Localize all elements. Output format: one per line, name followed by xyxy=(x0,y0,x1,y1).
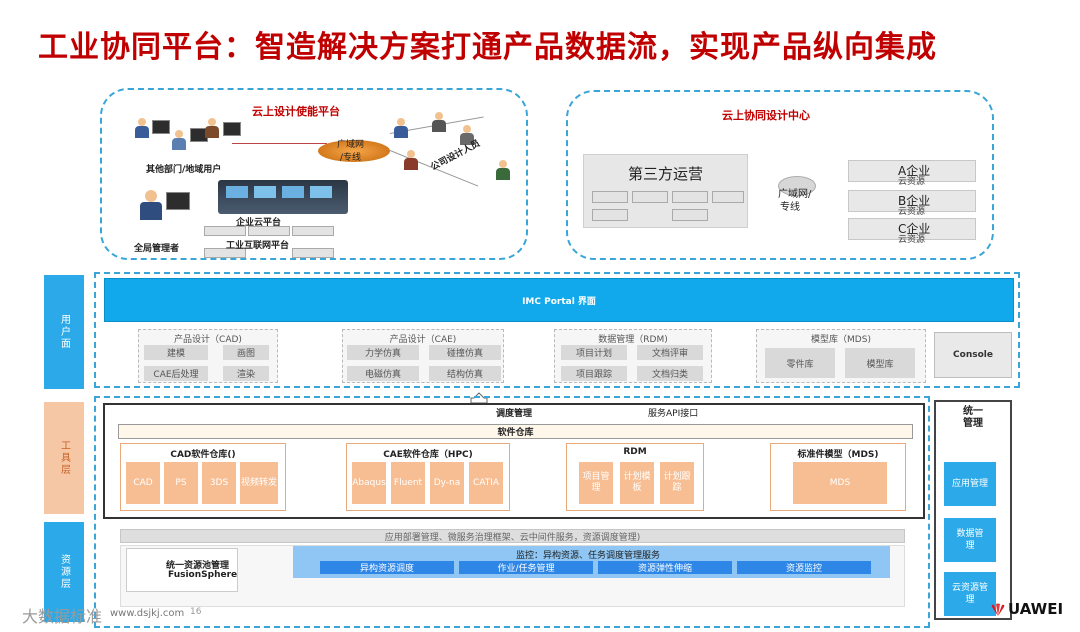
app-group-title: 产品设计（CAD) xyxy=(139,332,277,345)
repo-title: CAD软件仓库() xyxy=(121,447,285,460)
repo-cad: CAD软件仓库() CAD PS 3DS 视频转发 xyxy=(120,443,286,511)
monitor-label: 监控：异构资源、任务调度管理服务 xyxy=(516,548,660,561)
wan-right-label-2: 专线 xyxy=(780,198,800,213)
collab-center-caption: 云上协同设计中心 xyxy=(722,107,810,123)
brand-text: UAWEI xyxy=(1008,600,1063,618)
repo-tile[interactable]: 项目管理 xyxy=(579,462,613,504)
repo-tile[interactable]: PS xyxy=(164,462,198,504)
company-b-res: 云资源 xyxy=(898,204,925,217)
repo-title: CAE软件仓库（HPC) xyxy=(347,447,509,460)
service-api-label: 服务API接口 xyxy=(648,406,698,419)
app-chip[interactable]: CAE后处理 xyxy=(144,366,208,381)
app-chip[interactable]: 电磁仿真 xyxy=(347,366,419,381)
imc-portal-bar[interactable]: IMC Portal 界面 xyxy=(104,278,1014,322)
app-chip[interactable]: 结构仿真 xyxy=(429,366,501,381)
network-link-line xyxy=(232,143,327,144)
resource-button[interactable]: 作业/任务管理 xyxy=(459,561,593,574)
app-chip[interactable]: 渲染 xyxy=(223,366,269,381)
repo-rdm: RDM 项目管理 计划模板 计划跟踪 xyxy=(566,443,704,511)
repo-title: RDM xyxy=(567,447,703,457)
app-chip[interactable]: 项目计划 xyxy=(561,345,627,360)
console-button[interactable]: Console xyxy=(934,332,1012,378)
company-a-res: 云资源 xyxy=(898,174,925,187)
repo-tile[interactable]: 视频转发 xyxy=(240,462,278,504)
repo-tile[interactable]: 计划模板 xyxy=(620,462,654,504)
app-chip[interactable]: 文档归类 xyxy=(637,366,703,381)
app-group-title: 模型库（MDS) xyxy=(757,332,925,345)
wan-label: 广域网 xyxy=(337,137,364,150)
resource-button[interactable]: 异构资源调度 xyxy=(320,561,454,574)
repo-tile[interactable]: 3DS xyxy=(202,462,236,504)
side-tab-tool-layer: 工具层 xyxy=(44,402,84,514)
software-repo-bar: 软件仓库 xyxy=(118,424,913,439)
app-chip[interactable]: 模型库 xyxy=(845,348,915,378)
app-group-cae: 产品设计（CAE) 力学仿真 碰撞仿真 电磁仿真 结构仿真 xyxy=(342,329,504,383)
repo-mds: 标准件模型（MDS) MDS xyxy=(770,443,906,511)
repo-tile[interactable]: CATIA xyxy=(469,462,503,504)
resource-button[interactable]: 资源弹性伸缩 xyxy=(598,561,732,574)
app-group-cad: 产品设计（CAD) 建模 画图 CAE后处理 渲染 xyxy=(138,329,278,383)
third-party-label: 第三方运营 xyxy=(584,163,747,184)
repo-cae: CAE软件仓库（HPC) Abaqus Fluent Dy-na CATIA xyxy=(346,443,510,511)
page-title: 工业协同平台：智造解决方案打通产品数据流，实现产品纵向集成 xyxy=(38,22,937,66)
resource-button[interactable]: 资源监控 xyxy=(737,561,871,574)
unified-mgmt-title: 统一管理 xyxy=(959,406,987,430)
control-room-image xyxy=(218,180,348,214)
repo-tile[interactable]: Abaqus xyxy=(352,462,386,504)
resource-top-bar: 应用部署管理、微服务治理框架、云中间件服务，资源调度管理) xyxy=(120,529,905,543)
app-group-mds: 模型库（MDS) 零件库 模型库 xyxy=(756,329,926,383)
app-chip[interactable]: 力学仿真 xyxy=(347,345,419,360)
brand-logo-icon xyxy=(990,602,1006,616)
fusionsphere-label: FusionSphere xyxy=(168,570,237,580)
wan-label-2: /专线 xyxy=(340,150,361,163)
repo-title: 标准件模型（MDS) xyxy=(771,447,905,460)
repo-tile[interactable]: MDS xyxy=(793,462,887,504)
industrial-internet-label: 工业互联网平台 xyxy=(226,238,289,251)
app-chip[interactable]: 碰撞仿真 xyxy=(429,345,501,360)
admin-label: 全局管理者 xyxy=(134,241,179,254)
app-chip[interactable]: 建模 xyxy=(144,345,208,360)
app-chip[interactable]: 零件库 xyxy=(765,348,835,378)
data-mgmt-button[interactable]: 数据管理 xyxy=(944,518,996,562)
app-group-rdm: 数据管理（RDM) 项目计划 文档评审 项目跟踪 文档归类 xyxy=(554,329,712,383)
repo-tile[interactable]: CAD xyxy=(126,462,160,504)
app-chip[interactable]: 文档评审 xyxy=(637,345,703,360)
app-chip[interactable]: 项目跟踪 xyxy=(561,366,627,381)
app-chip[interactable]: 画图 xyxy=(223,345,269,360)
design-platform-caption: 云上设计使能平台 xyxy=(252,103,340,119)
other-users-label: 其他部门/地域用户 xyxy=(146,162,221,175)
company-c-res: 云资源 xyxy=(898,232,925,245)
repo-tile[interactable]: Fluent xyxy=(391,462,425,504)
footer-site: www.dsjkj.com xyxy=(110,608,184,619)
footer-page-number: 16 xyxy=(190,607,201,617)
scheduling-label: 调度管理 xyxy=(496,406,532,419)
app-group-title: 数据管理（RDM) xyxy=(555,332,711,345)
watermark-text: 大数据标准 xyxy=(22,603,102,627)
side-tab-app-layer: 用户面 xyxy=(44,275,84,389)
third-party-datacenter: 第三方运营 xyxy=(583,154,748,228)
cloud-mgmt-button[interactable]: 云资源管理 xyxy=(944,572,996,616)
app-mgmt-button[interactable]: 应用管理 xyxy=(944,462,996,506)
app-group-title: 产品设计（CAE) xyxy=(343,332,503,345)
repo-tile[interactable]: 计划跟踪 xyxy=(660,462,694,504)
repo-tile[interactable]: Dy-na xyxy=(430,462,464,504)
